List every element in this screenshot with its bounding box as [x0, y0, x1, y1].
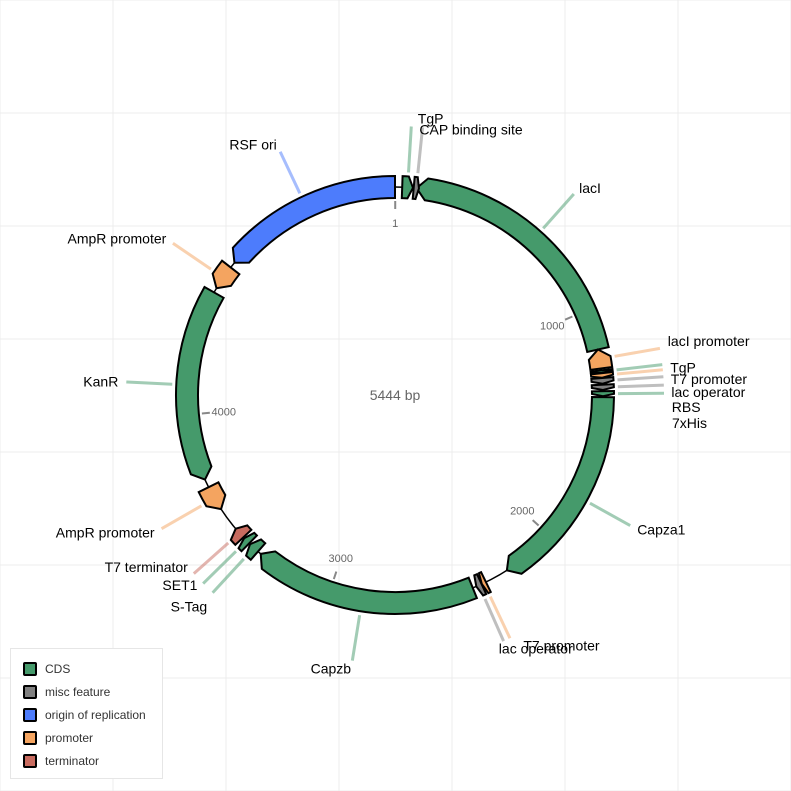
feature-capzb — [259, 550, 479, 615]
legend-label: terminator — [45, 753, 100, 768]
label-leader-line — [350, 614, 362, 661]
feature-label-tgp-2: TgP — [418, 111, 444, 127]
feature-label-ampr-promoter: AmpR promoter — [56, 525, 155, 541]
feature-lac-operator-2 — [473, 572, 488, 597]
feature-set1 — [237, 531, 259, 553]
feature-rsf-ori — [231, 174, 396, 264]
label-leader-line — [278, 151, 302, 194]
legend-item-cds: CDS — [23, 657, 162, 680]
tick-label: 4000 — [212, 406, 236, 418]
feature-t7-promoter-2 — [477, 570, 493, 595]
feature-label-t7-terminator: T7 terminator — [105, 559, 189, 575]
feature-label-t7-promoter: T7 promoter — [671, 371, 748, 387]
feature-kanr — [175, 285, 226, 481]
feature-label-cap-binding-site: CAP binding site — [419, 121, 522, 137]
feature-label-s-tag: S-Tag — [171, 599, 208, 615]
feature-arcs — [175, 174, 616, 615]
legend-item-origin: origin of replication — [23, 703, 162, 726]
feature-label-t7-promoter-2: T7 promoter — [523, 637, 600, 653]
label-leader-line — [416, 127, 425, 174]
feature-label-7xhis: 7xHis — [672, 415, 707, 431]
legend-label: CDS — [45, 661, 71, 676]
label-leader-line — [172, 241, 212, 271]
feature-label-tgp: TgP — [670, 360, 696, 376]
feature-label-lac-operator-2: lac operator — [499, 640, 573, 656]
label-leader-line — [483, 598, 505, 642]
feature-label-laci: lacI — [579, 180, 601, 196]
position-ticks: 1 1000 2000 3000 4000 — [201, 200, 573, 580]
sequence-length: 5444 bp — [370, 387, 421, 403]
feature-tgp — [589, 367, 614, 374]
tick-mark — [332, 571, 338, 580]
tick-mark — [531, 519, 540, 527]
label-leader-line — [211, 557, 245, 594]
label-leader-line — [160, 504, 203, 530]
legend-swatch — [23, 707, 37, 722]
legend-item-terminator: terminator — [23, 749, 162, 772]
feature-label-capza1: Capza1 — [637, 521, 685, 537]
feature-ampr-promoter-2 — [211, 259, 241, 290]
label-leader-line — [616, 368, 663, 376]
label-leader-line — [617, 383, 664, 389]
legend-label: misc feature — [45, 684, 111, 699]
tick-label: 2000 — [510, 506, 534, 518]
tick-label: 3000 — [329, 553, 353, 565]
feature-ampr-promoter — [197, 481, 227, 511]
feature-7xhis — [590, 389, 616, 398]
feature-rbs — [590, 383, 615, 391]
legend-item-misc-feature: misc feature — [23, 680, 162, 703]
legend-label: origin of replication — [45, 707, 146, 722]
feature-tgp-2 — [400, 175, 415, 200]
label-leader-line — [488, 595, 512, 639]
tick-label: 1 — [392, 218, 398, 230]
feature-label-laci-promoter: lacI promoter — [668, 333, 750, 349]
feature-label-rbs: RBS — [672, 399, 701, 415]
label-leader-line — [192, 541, 230, 575]
feature-label-capzb: Capzb — [311, 660, 352, 676]
label-leader-line — [126, 380, 173, 386]
label-leader-line — [614, 346, 661, 358]
feature-t7-promoter — [589, 370, 615, 379]
feature-t7-terminator — [229, 524, 253, 547]
feature-label-kanr: KanR — [83, 374, 118, 390]
label-leader-line — [616, 363, 663, 372]
legend-swatch — [23, 753, 37, 768]
feature-cap-binding-site — [411, 175, 420, 201]
label-leader-line — [542, 193, 575, 230]
feature-lac-operator — [590, 375, 615, 385]
feature-label-rsf-ori: RSF ori — [229, 136, 276, 152]
legend-item-promoter: promoter — [23, 726, 162, 749]
label-leader-line — [202, 550, 238, 585]
tick-mark — [201, 411, 210, 415]
tick-mark — [564, 315, 573, 321]
legend-swatch — [23, 661, 37, 676]
feature-label-ampr-promoter-2: AmpR promoter — [68, 231, 167, 247]
legend-swatch — [23, 684, 37, 699]
feature-label-lac-operator: lac operator — [671, 384, 745, 400]
feature-capza1 — [505, 396, 615, 575]
legend-label: promoter — [45, 730, 94, 745]
legend-swatch — [23, 730, 37, 745]
feature-label-set1: SET1 — [162, 577, 197, 593]
feature-laci — [415, 177, 610, 354]
feature-s-tag — [244, 538, 267, 562]
label-leader-line — [617, 375, 664, 382]
label-leader-line — [407, 126, 413, 173]
feature-laci-promoter — [587, 348, 614, 371]
tick-label: 1000 — [540, 320, 564, 332]
label-leader-line — [589, 501, 631, 527]
legend: CDS misc feature origin of replication p… — [10, 648, 163, 779]
